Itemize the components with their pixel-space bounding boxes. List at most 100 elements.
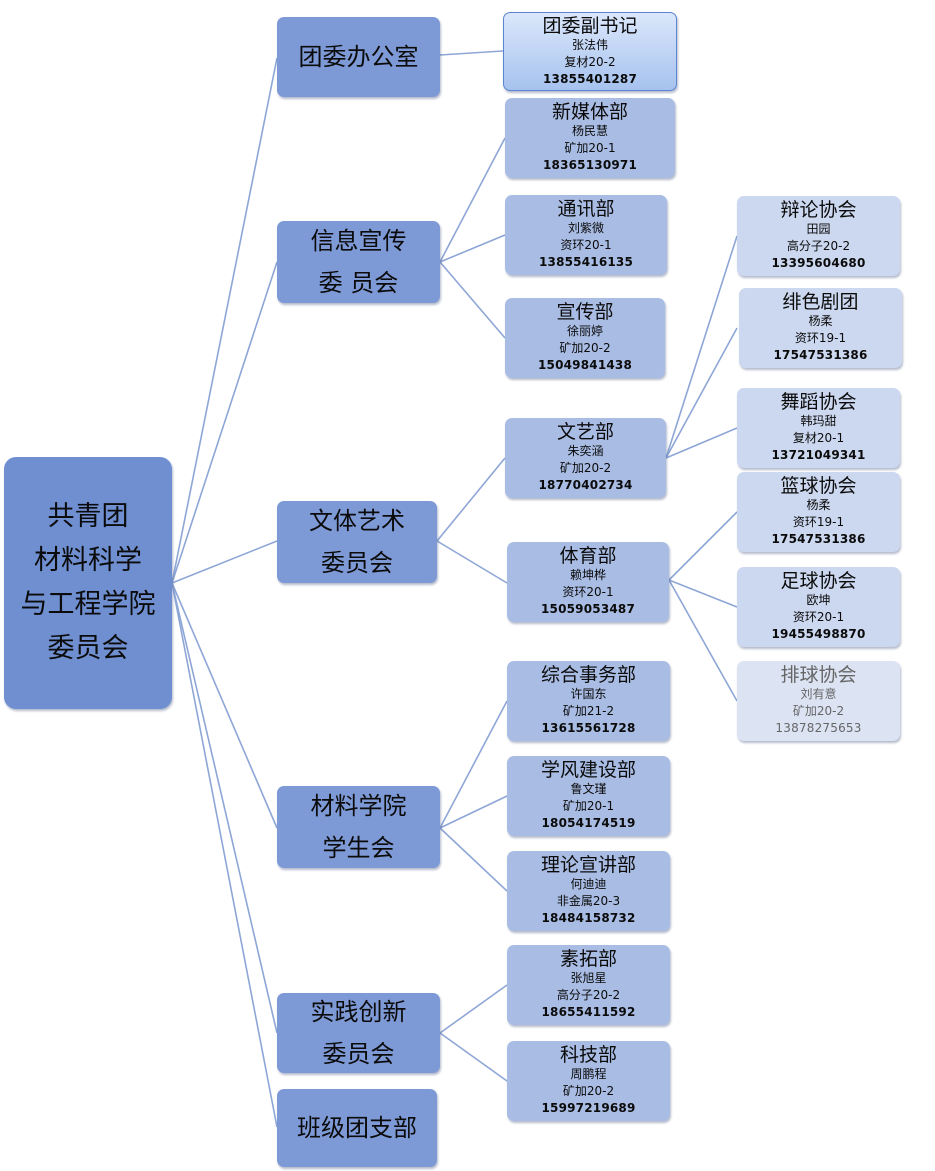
node-league-office: 团委办公室: [277, 17, 440, 97]
general-affairs-name: 许国东: [570, 687, 607, 701]
football-name: 欧坤: [806, 593, 831, 607]
node-student-union-line-1: 材料学院: [310, 792, 407, 820]
node-technology-dept: 科技部 周鹏程 矿加20-2 15997219689: [507, 1041, 670, 1121]
general-affairs-title: 综合事务部: [540, 664, 636, 686]
connector-info-comm: [439, 234, 506, 263]
technology-class: 矿加20-2: [562, 1084, 615, 1098]
basketball-name: 杨柔: [806, 498, 831, 512]
node-study-style-dept: 学风建设部 鲁文瑾 矿加20-1 18054174519: [507, 756, 670, 836]
dance-class: 复材20-1: [792, 431, 845, 445]
deputy-title: 团委副书记: [542, 14, 638, 37]
node-student-union-line-2: 学生会: [322, 834, 395, 862]
publicity-class: 矿加20-2: [559, 341, 611, 355]
new-media-name: 杨民慧: [571, 124, 608, 138]
publicity-title: 宣传部: [556, 301, 614, 323]
drama-class: 资环19-1: [794, 331, 847, 345]
connector-su-theory: [439, 827, 508, 892]
sports-name: 赖坤桦: [569, 568, 606, 582]
dance-title: 舞蹈协会: [780, 391, 857, 413]
debate-phone: 13395604680: [771, 256, 866, 270]
communication-class: 资环20-1: [560, 238, 612, 252]
sports-phone: 15059053487: [540, 602, 636, 616]
communication-title: 通讯部: [557, 198, 615, 220]
node-info-committee-line-1: 信息宣传: [310, 227, 407, 255]
node-practice-committee: 实践创新 委员会: [277, 993, 440, 1073]
connector-office-deputy: [439, 50, 504, 56]
theory-class: 非金属20-3: [556, 894, 621, 908]
drama-phone: 17547531386: [773, 348, 868, 362]
literary-phone: 18770402734: [538, 478, 633, 492]
connector-root-branch: [171, 582, 278, 1128]
root-node-committee: 共青团 材料科学 与工程学院 委员会: [4, 457, 172, 709]
root-line-2: 材料科学: [34, 545, 142, 576]
connector-sports-volleyball: [668, 579, 738, 702]
connector-literary-dance: [665, 427, 738, 459]
node-drama-troupe: 绯色剧团 杨柔 资环19-1 17547531386: [739, 288, 902, 368]
sports-class: 资环20-1: [562, 585, 614, 599]
node-dance-association: 舞蹈协会 韩玛甜 复材20-1 13721049341: [737, 388, 900, 468]
connector-literary-drama: [665, 327, 738, 459]
node-volleyball-association: 排球协会 刘有意 矿加20-2 13878275653: [737, 661, 900, 741]
football-phone: 19455498870: [771, 627, 866, 641]
theory-name: 何迪迪: [570, 877, 607, 891]
study-style-phone: 18054174519: [541, 816, 636, 830]
literary-class: 矿加20-2: [559, 461, 612, 475]
node-info-committee: 信息宣传 委 员会: [277, 221, 440, 303]
node-literary-dept: 文艺部 朱奕涵 矿加20-2 18770402734: [505, 418, 666, 498]
debate-title: 辩论协会: [780, 199, 857, 221]
connector-arts-literary: [436, 457, 506, 542]
volleyball-class: 矿加20-2: [792, 704, 845, 718]
node-communication-dept: 通讯部 刘紫微 资环20-1 13855416135: [505, 195, 667, 275]
literary-title: 文艺部: [556, 421, 614, 443]
technology-name: 周鹏程: [570, 1067, 607, 1081]
node-info-committee-line-2: 委 员会: [318, 269, 399, 297]
root-line-3: 与工程学院: [20, 589, 156, 620]
node-arts-committee-line-2: 委员会: [321, 549, 393, 577]
connector-practice-tech: [439, 1032, 508, 1082]
new-media-phone: 18365130971: [542, 158, 638, 172]
volleyball-phone: 13878275653: [775, 721, 862, 735]
connector-practice-quality: [439, 984, 508, 1034]
deputy-name: 张法伟: [571, 37, 608, 52]
technology-phone: 15997219689: [541, 1101, 636, 1115]
connector-root-su: [171, 582, 278, 829]
node-league-office-label: 团委办公室: [298, 43, 419, 71]
connector-su-style: [439, 795, 508, 829]
node-general-affairs-dept: 综合事务部 许国东 矿加21-2 13615561728: [507, 661, 670, 741]
basketball-title: 篮球协会: [780, 475, 857, 497]
connector-info-newmedia: [439, 137, 506, 263]
quality-title: 素拓部: [559, 948, 617, 970]
publicity-name: 徐丽婷: [566, 324, 603, 338]
node-sports-dept: 体育部 赖坤桦 资环20-1 15059053487: [507, 542, 669, 622]
node-deputy-secretary: 团委副书记 张法伟 复材20-2 13855401287: [503, 12, 677, 91]
node-quality-dept: 素拓部 张旭星 高分子20-2 18655411592: [507, 945, 670, 1025]
node-football-association: 足球协会 欧坤 资环20-1 19455498870: [737, 567, 900, 647]
node-practice-committee-line-1: 实践创新: [310, 998, 407, 1026]
connector-arts-sports: [436, 540, 508, 584]
root-line-1: 共青团: [47, 501, 129, 532]
publicity-phone: 15049841438: [537, 358, 633, 372]
theory-phone: 18484158732: [541, 911, 636, 925]
sports-title: 体育部: [559, 545, 617, 567]
new-media-class: 矿加20-1: [564, 141, 616, 155]
volleyball-title: 排球协会: [780, 664, 857, 686]
quality-phone: 18655411592: [541, 1005, 636, 1019]
new-media-title: 新媒体部: [551, 101, 628, 123]
node-practice-committee-line-2: 委员会: [322, 1040, 395, 1068]
connector-sports-football: [668, 579, 738, 608]
node-theory-dept: 理论宣讲部 何迪迪 非金属20-3 18484158732: [507, 851, 670, 931]
deputy-phone: 13855401287: [542, 71, 638, 86]
drama-title: 绯色剧团: [782, 291, 859, 313]
football-class: 资环20-1: [792, 610, 845, 624]
basketball-class: 资环19-1: [792, 515, 845, 529]
connector-root-office: [171, 57, 278, 584]
basketball-phone: 17547531386: [771, 532, 866, 546]
connector-su-general: [439, 700, 508, 829]
general-affairs-phone: 13615561728: [541, 721, 636, 735]
connector-literary-debate: [665, 235, 738, 459]
drama-name: 杨柔: [808, 314, 833, 328]
connector-root-practice: [171, 582, 278, 1034]
dance-phone: 13721049341: [771, 448, 866, 462]
node-debate-association: 辩论协会 田园 高分子20-2 13395604680: [737, 196, 900, 276]
